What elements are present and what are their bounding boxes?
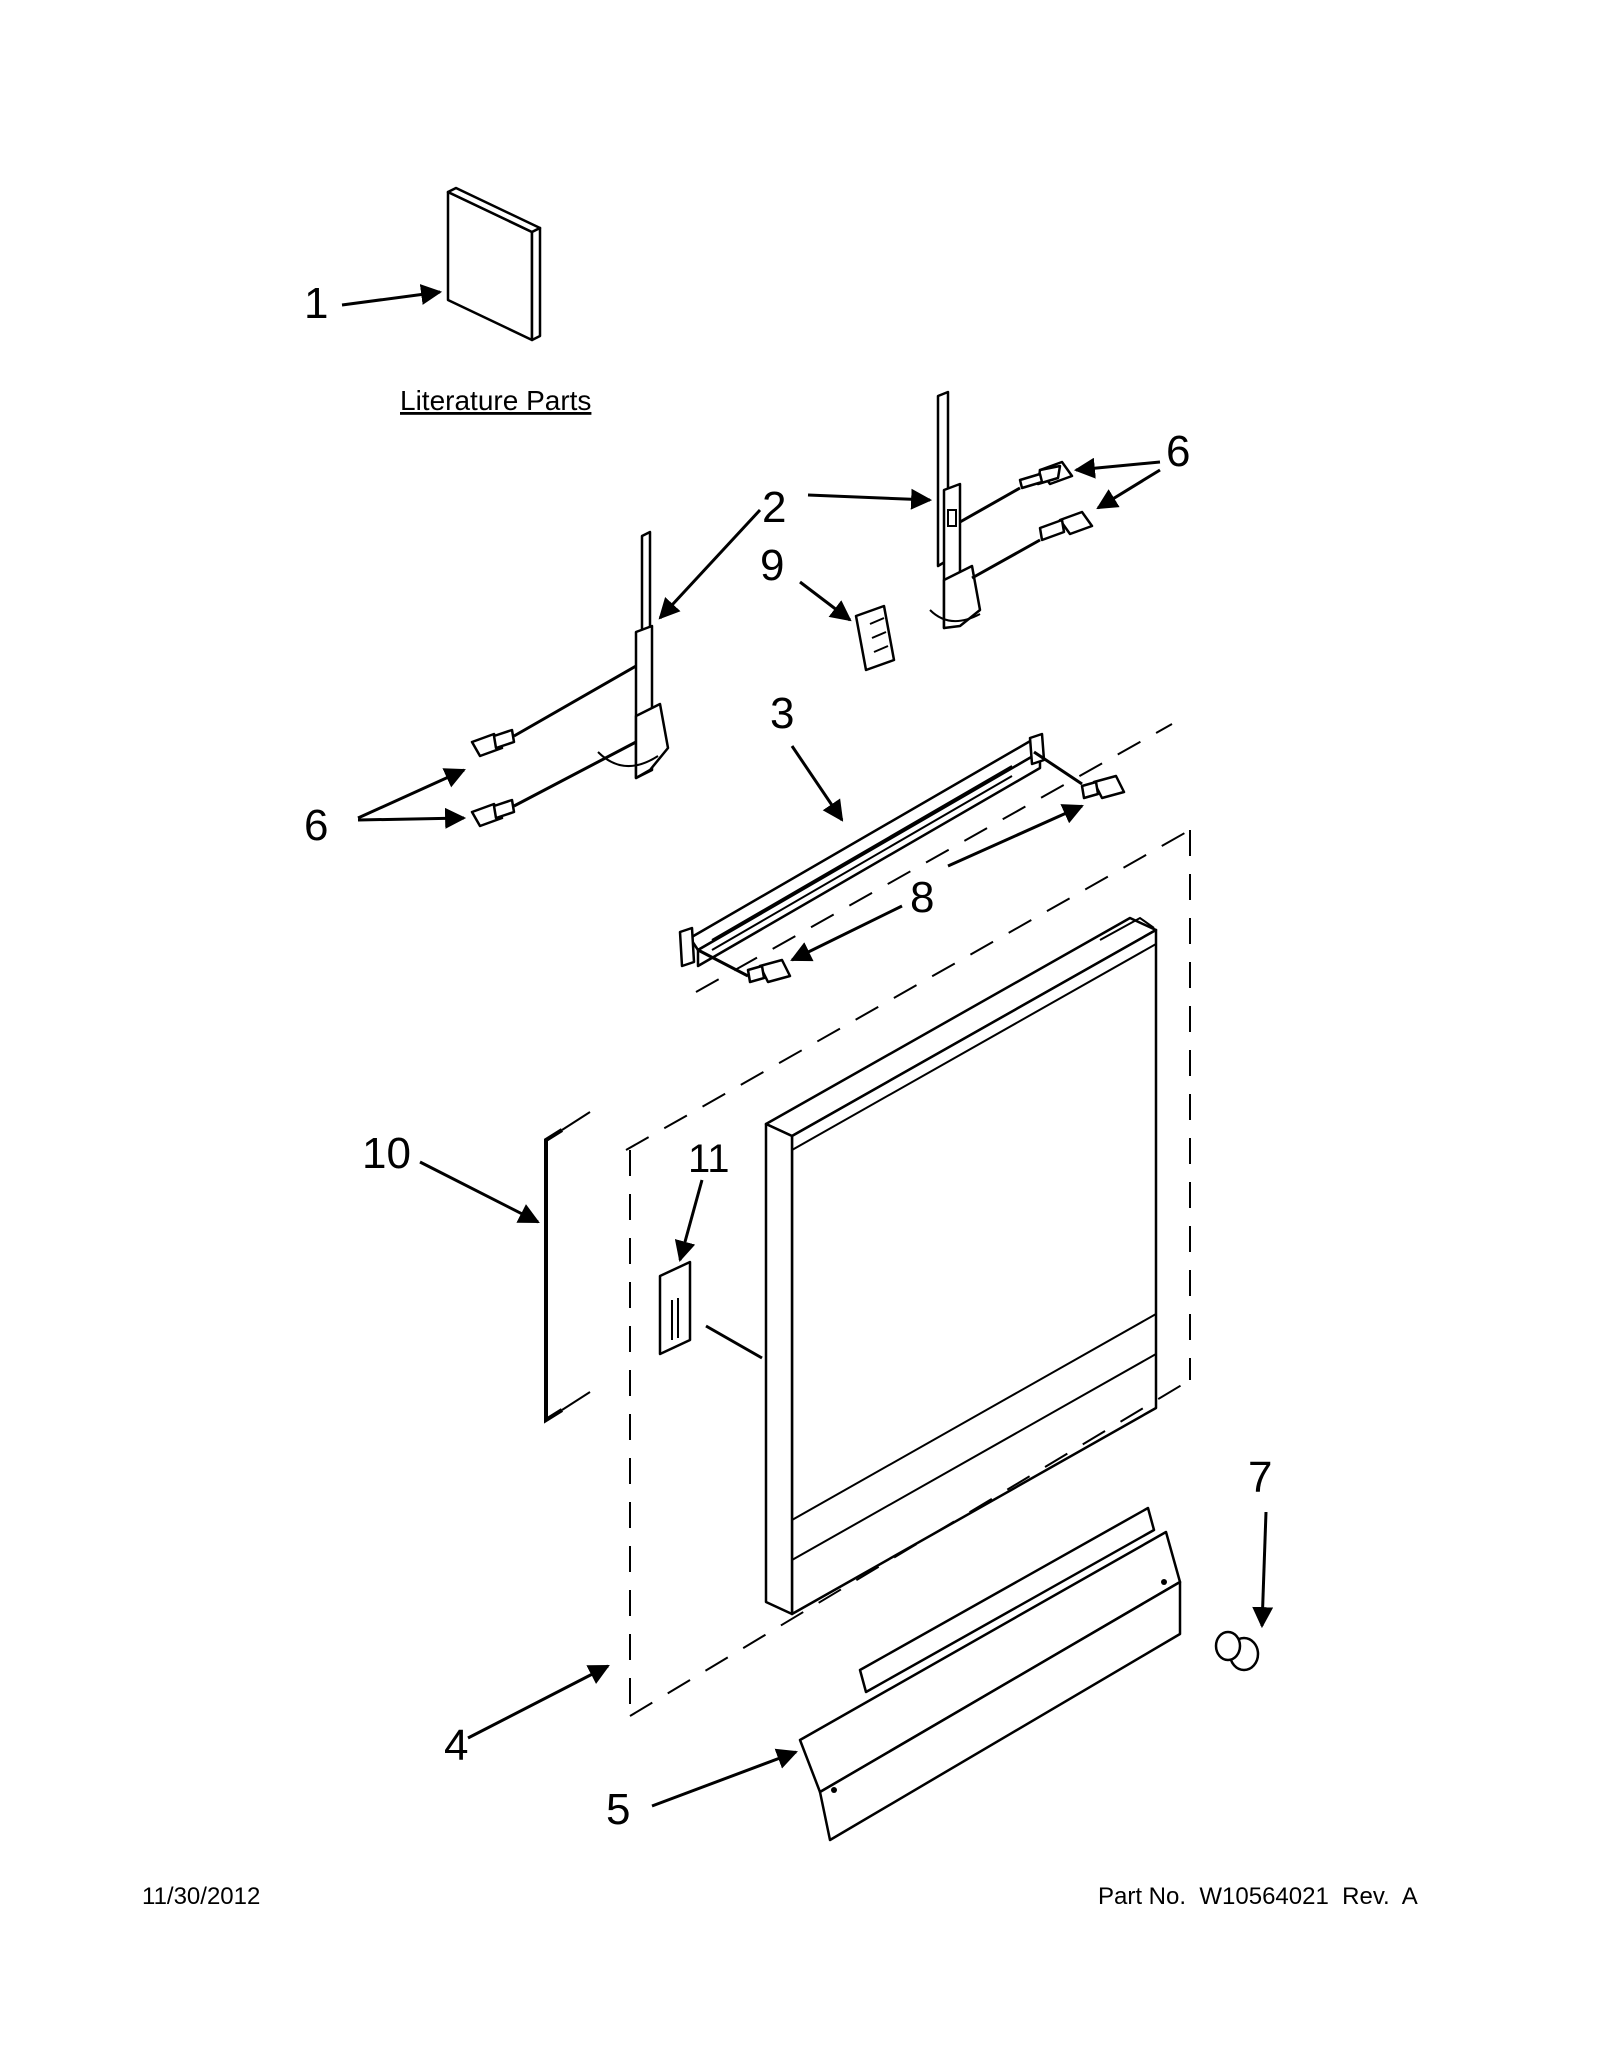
vent-rail-part (678, 732, 1046, 968)
bracket-line (705, 1324, 763, 1360)
screw-8-right (1080, 774, 1126, 800)
screw-line-8-right (1033, 750, 1083, 786)
leader-4 (467, 1664, 610, 1740)
leader-7 (1252, 1511, 1274, 1629)
screw-6-left-upper (470, 728, 516, 758)
screw-6-right-upper (1018, 460, 1074, 490)
plug-part (1214, 1630, 1260, 1672)
callout-10: 10 (362, 1129, 411, 1178)
screw-line-8-left (697, 948, 749, 978)
bracket-part (658, 1260, 692, 1356)
leader-6a-1 (1073, 457, 1161, 479)
leader-9 (799, 580, 852, 622)
leader-8b (790, 904, 903, 962)
door-panel-part (764, 916, 1158, 1616)
screw-line-right-lower (971, 538, 1041, 580)
callout-8: 8 (910, 873, 934, 922)
callout-3: 3 (770, 689, 794, 738)
literature-parts-label: Literature Parts (400, 385, 591, 416)
toe-panel-part (798, 1506, 1182, 1842)
leader-6b-1 (357, 768, 466, 820)
leader-3 (790, 745, 844, 822)
leader-6a-2 (1096, 468, 1161, 510)
door-outline-dashed (625, 723, 1191, 1717)
literature-booklet-part (446, 186, 542, 342)
screw-6-right-lower (1038, 510, 1094, 542)
leader-11 (674, 1179, 704, 1263)
callout-4: 4 (444, 1721, 468, 1770)
callout-9: 9 (760, 541, 784, 590)
footer-part-number: Part No. W10564021 Rev. A (1098, 1883, 1418, 1910)
leader-10 (419, 1160, 540, 1224)
leader-8a (947, 804, 1084, 868)
leader-2b (658, 508, 762, 620)
gasket-part (544, 1111, 591, 1424)
callout-1: 1 (304, 279, 328, 328)
callout-6-left: 6 (304, 801, 328, 850)
hinge-right-part (929, 390, 982, 630)
leader-2a (807, 488, 933, 510)
callout-7: 7 (1248, 1453, 1272, 1502)
footer-date: 11/30/2012 (142, 1883, 260, 1910)
callout-5: 5 (606, 1785, 630, 1834)
screw-line-right-upper (959, 486, 1021, 524)
hinge-left-part (597, 530, 670, 780)
callout-11: 11 (688, 1137, 730, 1181)
screw-6-left-lower (470, 798, 516, 828)
callout-2: 2 (762, 483, 786, 532)
leader-6b-2 (357, 807, 467, 829)
callout-6-right: 6 (1166, 427, 1190, 476)
screw-line-left-upper (513, 664, 637, 738)
screw-line-left-lower (513, 740, 637, 808)
leader-1 (341, 284, 443, 307)
leader-5 (651, 1748, 798, 1808)
screw-8-left (746, 958, 792, 984)
clip-part (854, 604, 896, 672)
